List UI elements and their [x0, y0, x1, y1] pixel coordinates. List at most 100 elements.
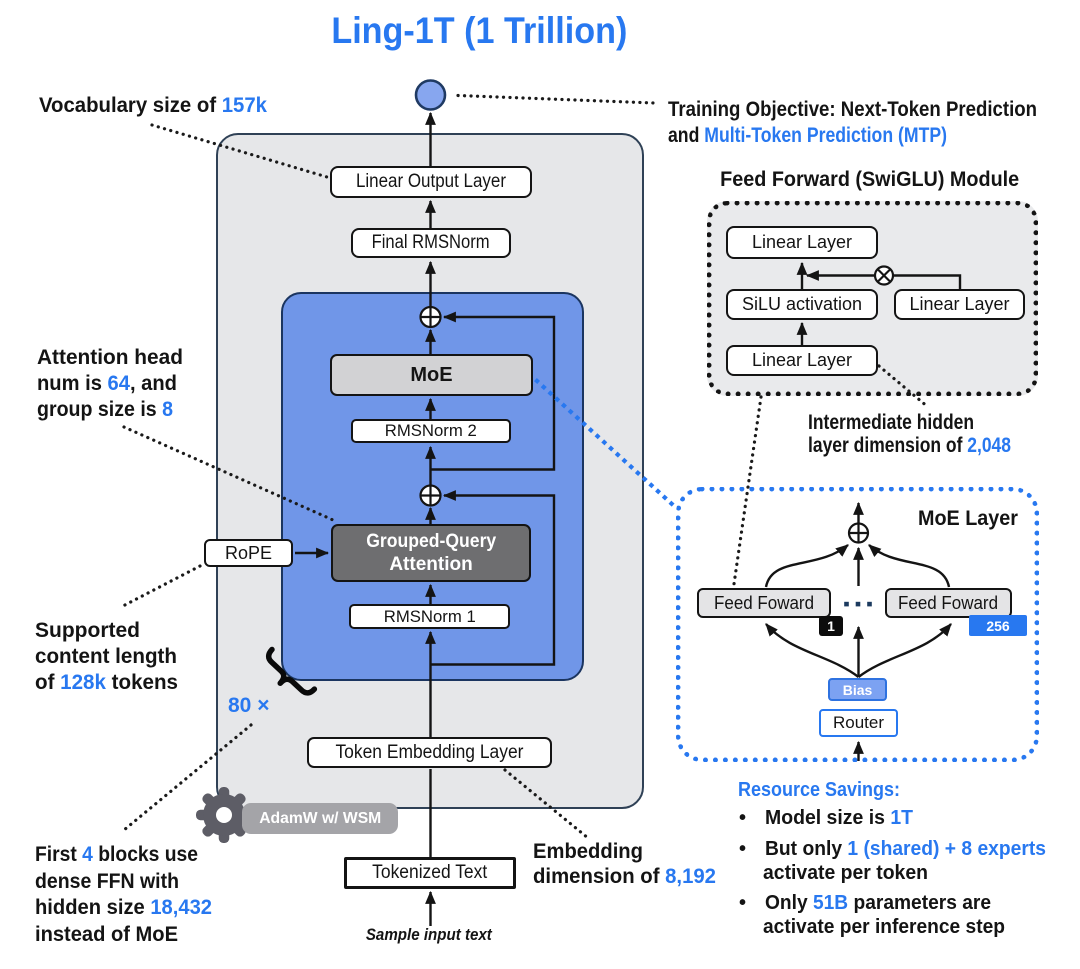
- tokenized-text-label: Tokenized Text: [372, 862, 488, 883]
- adamw-box: AdamW w/ WSM: [242, 803, 398, 834]
- dotted-swiglu-to-ff: [732, 395, 763, 586]
- dotted-training: [456, 93, 656, 105]
- embdim-line1: Embedding: [533, 840, 643, 863]
- final-rmsnorm-box: Final RMSNorm: [351, 228, 511, 258]
- attention-line1: Attention head: [37, 346, 183, 369]
- vocab-highlight: 157k: [221, 94, 267, 117]
- bullet2-line1: But only 1 (shared) + 8 experts: [765, 837, 1046, 861]
- dotted-embdim: [503, 768, 590, 840]
- swiglu-linear-right-label: Linear Layer: [909, 294, 1010, 314]
- first4-line1-pre: First: [35, 843, 83, 866]
- multiply-icon: [873, 265, 895, 286]
- training-objective: Training Objective: Next-Token Predictio…: [668, 97, 1080, 148]
- first4-line3-highlight: 18,432: [150, 896, 212, 920]
- experts-ellipsis: [844, 601, 872, 607]
- embdim-line2: dimension of 8,192: [533, 864, 716, 889]
- intermediate-line2-highlight: 2,048: [967, 434, 1011, 457]
- expert-256-badge-label: 256: [986, 617, 1010, 634]
- sample-input-label: Sample input text: [366, 925, 492, 944]
- bias-box: Bias: [828, 678, 887, 701]
- first4-line2: dense FFN with: [35, 869, 179, 893]
- attention-line2-pre: num is: [37, 372, 108, 395]
- context-line3-pre: of: [35, 671, 61, 694]
- tokenized-text-box: Tokenized Text: [344, 857, 516, 889]
- resources-bullet2: • But only 1 (shared) + 8 experts activa…: [739, 837, 1056, 885]
- rmsnorm1-label: RMSNorm 1: [383, 606, 476, 626]
- add-icons: [419, 265, 895, 544]
- attention-line2-highlight: 64: [107, 372, 130, 395]
- context-line2: content length: [35, 645, 177, 668]
- attention-line3-pre: group size is: [37, 398, 163, 421]
- vocab-note: Vocabulary size of 157k: [39, 94, 274, 118]
- output-token-circle: [414, 79, 447, 111]
- moe-box: MoE: [330, 354, 533, 396]
- curve-bias-to-ffleft: [765, 623, 860, 678]
- context-line1: Supported: [35, 619, 140, 642]
- training-line1: Training Objective: Next-Token Predictio…: [668, 97, 1037, 123]
- context-note: Supported content length of 128k tokens: [35, 618, 181, 696]
- bullet3-line2: activate per inference step: [763, 916, 1005, 938]
- swiglu-silu-box: SiLU activation: [726, 289, 878, 320]
- gqa-box: Grouped-Query Attention: [331, 524, 531, 582]
- first4-line1-post: blocks use: [92, 843, 198, 866]
- intermediate-line1: Intermediate hidden: [808, 411, 974, 434]
- ff-right-box: Feed Foward: [885, 588, 1012, 618]
- adamw-label: AdamW w/ WSM: [259, 809, 381, 827]
- final-rmsnorm-label: Final RMSNorm: [372, 232, 490, 253]
- ff-left-label: Feed Foward: [714, 592, 814, 613]
- intermediate-line2-pre: layer dimension of: [808, 434, 968, 457]
- attention-line3: group size is 8: [37, 397, 173, 423]
- line-linear-right-to-mult: [893, 274, 962, 289]
- training-line2-highlight: Multi-Token Prediction (MTP): [704, 123, 947, 147]
- linear-output-layer-label: Linear Output Layer: [355, 171, 506, 192]
- dotted-moe-to-moelayer: [534, 378, 676, 508]
- bullet3-line1: Only 51B parameters are: [765, 891, 991, 915]
- gear-icon: [196, 787, 252, 843]
- curve-ffleft-to-add: [764, 544, 849, 588]
- first4-line1: First 4 blocks use: [35, 842, 198, 869]
- attention-note: Attention head num is 64, and group size…: [37, 345, 184, 423]
- expert-1-badge: 1: [819, 616, 843, 636]
- bullet3-highlight: 51B: [812, 892, 848, 914]
- main-flow-arrows: [295, 111, 556, 926]
- token-embedding-label: Token Embedding Layer: [335, 741, 524, 763]
- vocab-pre: Vocabulary size of: [39, 94, 222, 117]
- swiglu-linear-right-box: Linear Layer: [894, 289, 1025, 320]
- training-line2: and Multi-Token Prediction (MTP): [668, 123, 947, 149]
- residual-lower: [430, 490, 556, 666]
- expert-1-badge-label: 1: [827, 618, 835, 634]
- embdim-line2-pre: dimension of: [533, 865, 666, 888]
- swiglu-linear-bottom-label: Linear Layer: [751, 350, 853, 370]
- repeat-label: 80 ×: [228, 694, 270, 717]
- expert-256-badge: 256: [969, 615, 1027, 636]
- attention-line3-highlight: 8: [162, 398, 173, 421]
- rope-label: RoPE: [224, 542, 273, 563]
- ff-right-label: Feed Foward: [898, 592, 999, 613]
- resources-bullet3: • Only 51B parameters are activate per i…: [739, 891, 1015, 939]
- moe-layer-title: MoE Layer: [918, 507, 1018, 530]
- swiglu-arrows: [796, 261, 962, 345]
- bullet2-line2: activate per token: [763, 862, 928, 884]
- gqa-label-line2: Attention: [389, 554, 473, 575]
- router-label: Router: [832, 713, 885, 732]
- first4-note: First 4 blocks use dense FFN with hidden…: [35, 842, 219, 949]
- vocab-line: Vocabulary size of 157k: [39, 94, 267, 118]
- add-icon-top: [419, 305, 442, 329]
- gqa-label-line1: Grouped-Query: [366, 531, 496, 552]
- bullet-dot: •: [739, 807, 747, 829]
- moe-layer-arrows: [764, 501, 952, 761]
- curve-bias-to-ffright: [857, 623, 952, 678]
- add-icon-moe: [847, 522, 870, 544]
- bullet1-highlight: 1T: [889, 807, 913, 829]
- dotted-intermediate: [877, 364, 930, 409]
- swiglu-silu-label: SiLU activation: [741, 294, 863, 314]
- swiglu-title: Feed Forward (SwiGLU) Module: [720, 168, 1019, 191]
- swiglu-linear-top-label: Linear Layer: [751, 232, 853, 252]
- swiglu-title-wrap: Feed Forward (SwiGLU) Module: [719, 168, 1020, 192]
- repeat-brace: [265, 646, 318, 696]
- rmsnorm2-box: RMSNorm 2: [351, 419, 511, 443]
- moe-layer-title-wrap: MoE Layer: [918, 507, 1024, 531]
- intermediate-note: Intermediate hidden layer dimension of 2…: [808, 411, 1052, 457]
- dotted-first4: [122, 723, 253, 832]
